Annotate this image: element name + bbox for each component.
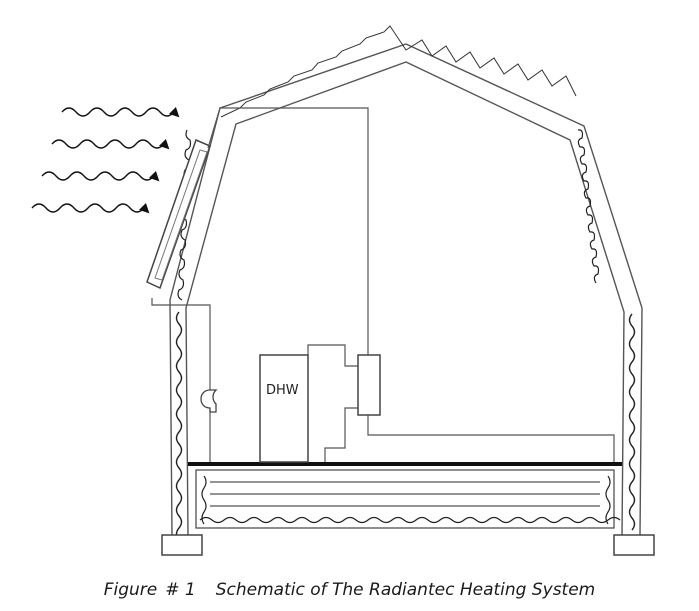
sun-rays — [31, 106, 180, 214]
sun-ray-1 — [61, 106, 180, 118]
sun-ray-4 — [31, 202, 150, 214]
pump — [200, 389, 218, 413]
wall-insulation-upper-right — [577, 129, 600, 284]
underslab-insulation — [199, 516, 621, 524]
solar-collector — [146, 138, 211, 290]
caption-text: Schematic of The Radiantec Heating Syste… — [215, 580, 596, 600]
footing-right — [613, 534, 655, 556]
caption-prefix: Figure — [103, 580, 158, 600]
footing-left — [161, 534, 203, 556]
roof-truss-zigzag — [220, 25, 577, 118]
sun-ray-3 — [41, 170, 160, 182]
piping — [151, 107, 615, 462]
sun-ray-2 — [51, 138, 170, 150]
heat-exchanger — [357, 354, 381, 416]
wall-insulation-right — [628, 313, 636, 531]
figure-caption: Figure # 1 Schematic of The Radiantec He… — [0, 574, 699, 606]
dhw-tank: DHW — [259, 354, 309, 463]
dhw-label: DHW — [266, 383, 299, 398]
radiant-floor — [188, 462, 622, 529]
caption-number: # 1 — [165, 580, 196, 600]
wall-insulation-left — [175, 311, 183, 541]
